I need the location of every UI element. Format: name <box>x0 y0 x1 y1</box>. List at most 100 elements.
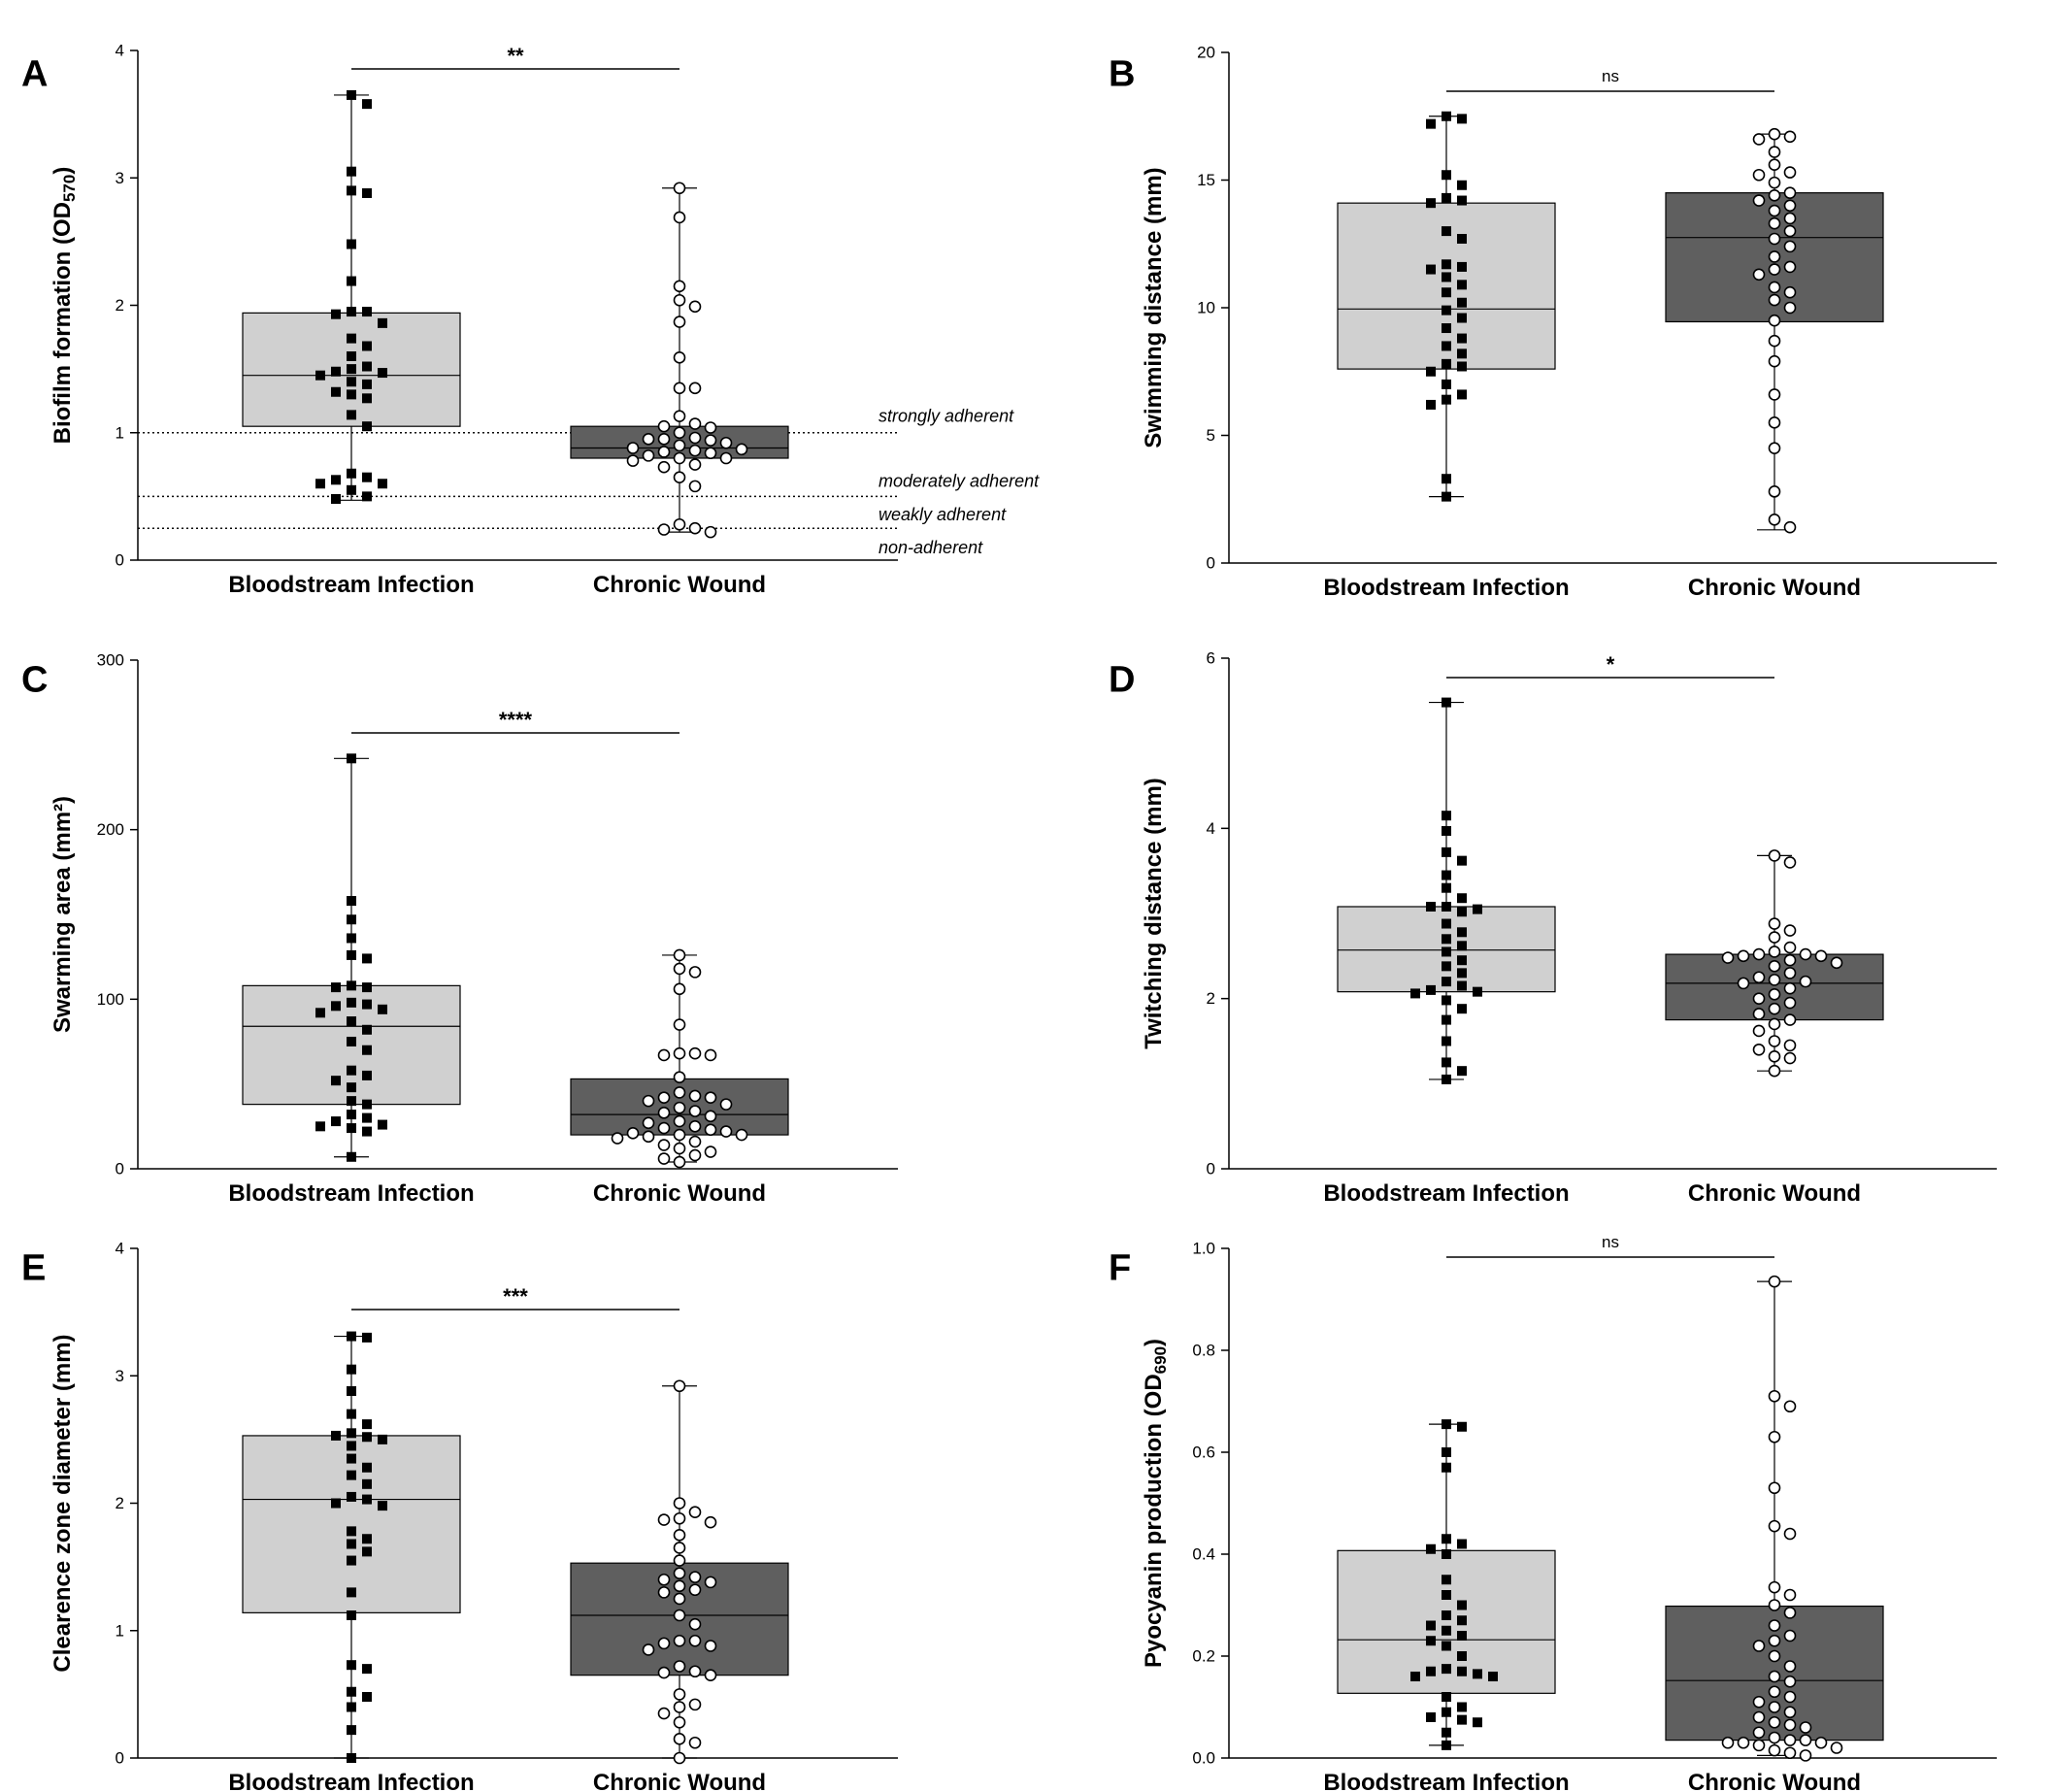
data-point <box>347 389 356 400</box>
data-point <box>1442 1462 1451 1473</box>
data-point <box>347 1428 356 1439</box>
data-point <box>1752 194 1766 207</box>
data-point <box>1442 1590 1451 1600</box>
data-point <box>1442 1419 1451 1430</box>
data-point <box>347 1096 356 1107</box>
data-point <box>1814 1736 1828 1749</box>
data-point <box>347 1441 356 1451</box>
data-point <box>1768 188 1781 202</box>
y-tick-label: 1 <box>116 423 124 442</box>
panel-letter: E <box>21 1247 46 1288</box>
data-point <box>1442 1036 1451 1046</box>
data-point <box>673 1688 686 1701</box>
data-point <box>704 525 717 539</box>
data-point <box>657 433 671 446</box>
y-tick-label: 300 <box>97 651 124 670</box>
data-point <box>1442 1610 1451 1620</box>
data-point <box>688 417 702 430</box>
data-point <box>1442 111 1451 121</box>
data-point <box>1752 1024 1766 1038</box>
data-point <box>1752 1695 1766 1709</box>
y-axis-label-text: Pyocyanin production (OD <box>1141 1374 1167 1668</box>
data-point <box>362 421 372 432</box>
data-point <box>1783 1039 1797 1052</box>
data-point <box>1457 1651 1467 1661</box>
data-point <box>1442 961 1451 972</box>
data-point <box>1830 956 1843 970</box>
data-point <box>1457 1631 1467 1641</box>
y-tick-label: 6 <box>1207 649 1215 668</box>
data-point <box>347 1065 356 1076</box>
data-point <box>688 1571 702 1583</box>
data-point <box>1783 1527 1797 1541</box>
data-point <box>642 1116 655 1130</box>
data-point <box>673 1511 686 1525</box>
data-point <box>1426 198 1436 209</box>
data-point <box>673 1733 686 1745</box>
data-point <box>1799 1749 1812 1762</box>
data-point <box>1783 224 1797 238</box>
data-point <box>1442 170 1451 181</box>
data-point <box>362 379 372 389</box>
y-tick-label: 2 <box>1207 989 1215 1008</box>
data-point <box>673 1497 686 1510</box>
data-point <box>362 1534 372 1544</box>
data-point <box>673 382 686 395</box>
data-point <box>1457 855 1467 866</box>
data-point <box>673 410 686 422</box>
data-point <box>315 479 325 489</box>
data-point <box>657 1152 671 1165</box>
data-point <box>704 1640 717 1652</box>
data-point <box>735 1128 748 1142</box>
data-point <box>626 454 640 467</box>
data-point <box>1442 697 1451 708</box>
data-point <box>704 1110 717 1123</box>
data-point <box>704 1576 717 1589</box>
data-point <box>347 89 356 100</box>
data-point <box>347 1386 356 1396</box>
y-axis-label: Biofilm formation (OD570) <box>50 167 79 445</box>
data-point <box>1457 313 1467 323</box>
data-point <box>673 948 686 962</box>
data-point <box>1768 485 1781 498</box>
data-point <box>657 1637 671 1650</box>
data-point <box>1457 261 1467 272</box>
x-category-label: Chronic Wound <box>1688 1180 1861 1207</box>
data-point <box>331 982 341 993</box>
panel-letter: F <box>1109 1247 1131 1288</box>
data-point <box>611 1132 624 1145</box>
data-point <box>1814 949 1828 963</box>
data-point <box>378 1501 387 1511</box>
data-point <box>673 1128 686 1142</box>
data-point <box>1799 1721 1812 1734</box>
data-point <box>362 1432 372 1443</box>
panel-letter: C <box>21 659 48 700</box>
data-point <box>347 1409 356 1419</box>
data-point <box>1768 1743 1781 1757</box>
data-point <box>347 753 356 764</box>
data-point <box>688 1665 702 1678</box>
y-tick-label: 4 <box>116 1240 124 1258</box>
y-tick-label: 100 <box>97 990 124 1009</box>
data-point <box>347 1753 356 1763</box>
data-point <box>331 1076 341 1086</box>
data-point <box>688 521 702 535</box>
data-point <box>347 185 356 196</box>
data-point <box>1457 1600 1467 1610</box>
data-point <box>673 471 686 483</box>
data-point <box>1783 1690 1797 1704</box>
data-point <box>1768 1701 1781 1713</box>
data-point <box>673 1554 686 1567</box>
data-point <box>719 436 733 449</box>
data-point <box>673 1101 686 1114</box>
data-point <box>1752 268 1766 282</box>
x-category-label: Bloodstream Infection <box>1323 575 1569 601</box>
data-point <box>1442 1641 1451 1651</box>
data-point <box>1426 1620 1436 1631</box>
data-point <box>347 239 356 249</box>
data-point <box>1768 960 1781 973</box>
data-point <box>688 1583 702 1597</box>
y-axis-label-text: Twitching distance (mm) <box>1141 778 1167 1049</box>
data-point <box>1426 366 1436 377</box>
